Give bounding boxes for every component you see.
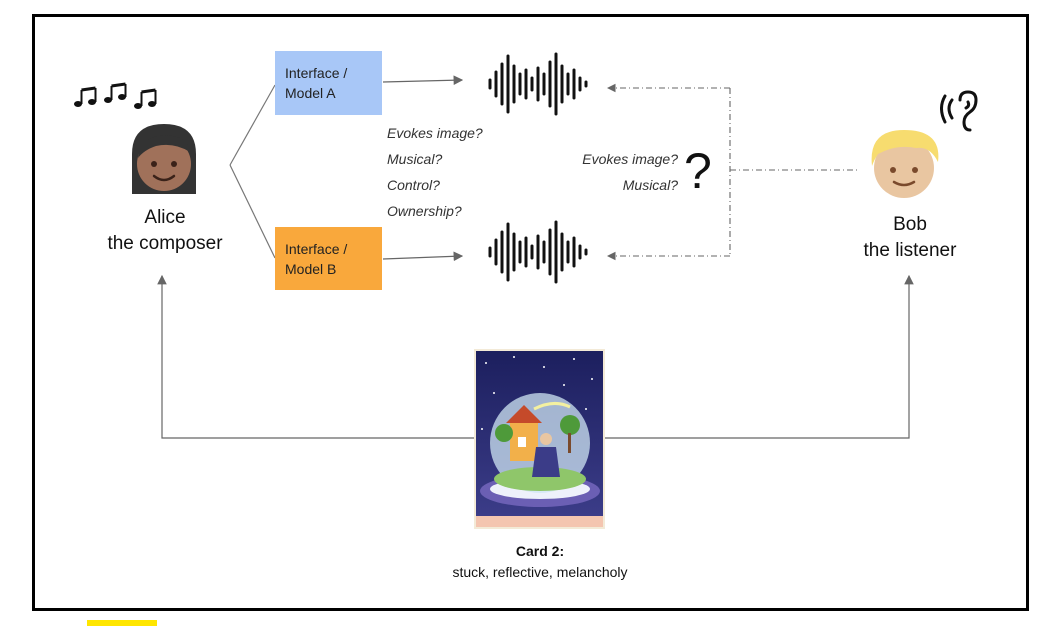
model-a-box: Interface / Model A xyxy=(275,51,382,115)
question-mark: ? xyxy=(684,143,712,199)
composer-avatar xyxy=(132,124,196,194)
listener-question: Evokes image? xyxy=(582,151,678,167)
music-notes-icon xyxy=(74,82,157,109)
listener-name: Bob xyxy=(893,214,927,235)
listener-questions: Evokes image? Musical? xyxy=(548,146,678,198)
model-a-line1: Interface / xyxy=(285,65,348,81)
listener-question: Musical? xyxy=(622,177,678,193)
card-to-listener-arrow xyxy=(604,274,914,439)
composer-to-model-b-line xyxy=(229,164,276,259)
composer-role: the composer xyxy=(107,233,223,254)
highlight-mark xyxy=(87,620,157,626)
composer-question: Evokes image? xyxy=(387,125,483,141)
card-to-composer-arrow xyxy=(157,274,475,439)
listener-bracket xyxy=(606,83,858,261)
card-illustration xyxy=(474,349,605,529)
model-b-line1: Interface / xyxy=(285,241,348,257)
slide-frame xyxy=(32,14,1029,611)
waveform-icon xyxy=(488,52,588,116)
composer-question: Ownership? xyxy=(387,203,462,219)
composer-name: Alice xyxy=(144,207,186,228)
listener-avatar xyxy=(871,130,939,198)
model-b-line2: Model B xyxy=(285,261,337,277)
composer-question: Control? xyxy=(387,177,440,193)
listener-label: Bob the listener xyxy=(830,212,990,264)
card-subtitle: stuck, reflective, melancholy xyxy=(452,564,628,580)
model-a-line2: Model A xyxy=(285,85,336,101)
waveform-icon xyxy=(488,220,588,284)
composer-questions: Evokes image? Musical? Control? Ownershi… xyxy=(387,120,483,224)
model-a-arrow xyxy=(382,75,464,86)
listener-role: the listener xyxy=(863,240,957,261)
card-title: Card 2: xyxy=(515,543,565,559)
composer-to-model-a-line xyxy=(229,84,276,166)
composer-label: Alice the composer xyxy=(80,205,250,257)
model-b-arrow xyxy=(382,251,464,262)
model-b-box: Interface / Model B xyxy=(275,227,382,290)
composer-question: Musical? xyxy=(387,151,443,167)
ear-icon xyxy=(940,90,978,132)
